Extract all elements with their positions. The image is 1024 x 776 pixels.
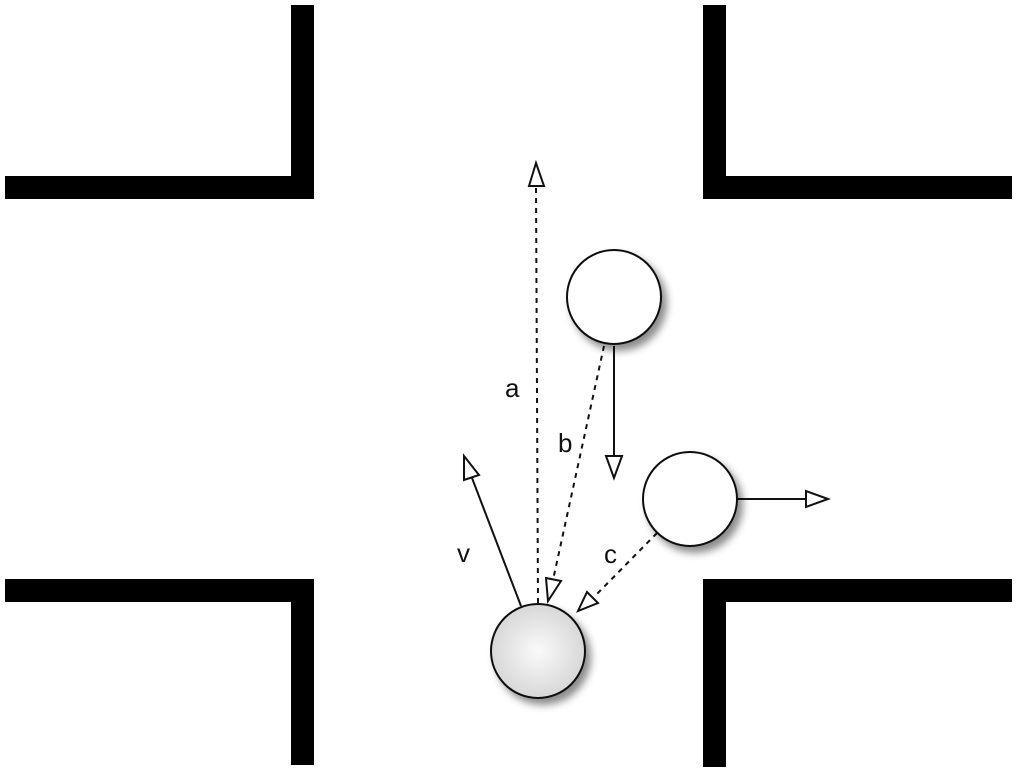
vector-b bbox=[544, 345, 605, 604]
vector-b-arrowhead bbox=[544, 576, 563, 604]
agent-top bbox=[566, 249, 662, 345]
velocity-arrow-right-agent bbox=[737, 489, 831, 509]
vector-c-arrowhead bbox=[576, 590, 600, 613]
velocity-arrow-top-agent bbox=[604, 346, 624, 481]
wall-top-left bbox=[5, 5, 314, 199]
label-v: v bbox=[457, 538, 470, 568]
wall-bottom-left bbox=[5, 579, 314, 765]
wall-bottom-right bbox=[703, 579, 1012, 767]
velocity-arrow-top-agent-head bbox=[604, 455, 624, 481]
agent-ego bbox=[490, 603, 586, 699]
vector-a-arrowhead bbox=[527, 159, 546, 187]
wall-top-right bbox=[703, 5, 1012, 199]
vector-a bbox=[527, 159, 546, 604]
vector-v-arrowhead bbox=[463, 453, 481, 482]
label-a: a bbox=[505, 373, 520, 403]
vector-c bbox=[576, 532, 658, 613]
label-b: b bbox=[558, 428, 572, 458]
label-c: c bbox=[604, 539, 617, 569]
velocity-arrow-right-agent-head bbox=[805, 489, 831, 509]
vector-v bbox=[463, 453, 522, 607]
agent-right bbox=[642, 451, 738, 547]
